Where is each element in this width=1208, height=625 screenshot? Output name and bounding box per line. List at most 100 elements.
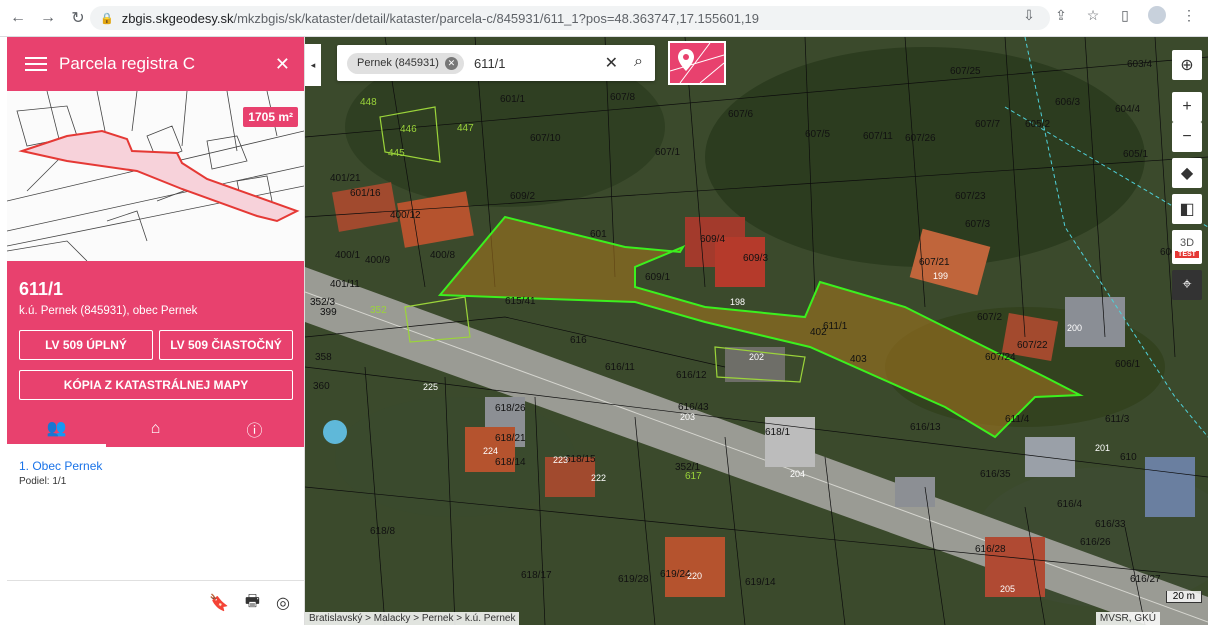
svg-text:223: 223 bbox=[553, 455, 568, 465]
svg-text:401/11: 401/11 bbox=[330, 279, 360, 290]
svg-text:618/21: 618/21 bbox=[495, 433, 526, 444]
hamburger-menu-icon[interactable] bbox=[25, 53, 47, 75]
zoom-in-button[interactable]: + bbox=[1172, 92, 1202, 122]
svg-text:220: 220 bbox=[687, 571, 702, 581]
svg-text:401/21: 401/21 bbox=[330, 173, 361, 184]
panel-title: Parcela registra C bbox=[59, 54, 196, 73]
svg-text:402: 402 bbox=[810, 327, 827, 338]
svg-text:606/1: 606/1 bbox=[1115, 359, 1140, 370]
svg-text:445: 445 bbox=[388, 148, 405, 159]
svg-text:609/2: 609/2 bbox=[510, 191, 535, 202]
search-icon[interactable]: ⌕ bbox=[634, 53, 643, 70]
compare-icon[interactable]: ◧ bbox=[1172, 194, 1202, 224]
svg-text:601: 601 bbox=[590, 229, 607, 240]
parcel-number: 611/1 bbox=[19, 279, 64, 299]
close-icon[interactable]: ✕ bbox=[274, 53, 290, 74]
address-bar[interactable]: 🔒 zbgis.skgeodesy.sk/mkzbgis/sk/kataster… bbox=[90, 6, 1050, 30]
svg-text:607/7: 607/7 bbox=[975, 119, 1000, 130]
svg-text:616/12: 616/12 bbox=[676, 370, 707, 381]
back-arrow-icon[interactable]: ← bbox=[10, 9, 26, 26]
chip-remove-icon[interactable]: ✕ bbox=[444, 56, 458, 70]
install-icon[interactable]: ⇩ bbox=[1023, 6, 1035, 23]
search-input[interactable]: 611/1 bbox=[473, 55, 506, 71]
svg-text:611/3: 611/3 bbox=[1105, 414, 1130, 425]
cadastral-map-copy-button[interactable]: KÓPIA Z KATASTRÁLNEJ MAPY bbox=[19, 370, 293, 400]
bookmark-icon[interactable]: 🔖 bbox=[209, 595, 229, 612]
clear-search-icon[interactable]: ✕ bbox=[604, 55, 619, 72]
owner-link[interactable]: 1. Obec Pernek bbox=[19, 459, 103, 473]
url-path: /mkzbgis/sk/kataster/detail/kataster/par… bbox=[233, 10, 760, 26]
panel-header: Parcela registra C ✕ bbox=[7, 37, 304, 91]
svg-text:446: 446 bbox=[400, 124, 417, 135]
sidebar-icon[interactable]: ▯ bbox=[1121, 6, 1129, 23]
breadcrumb: Bratislavský > Malacky > Pernek > k.ú. P… bbox=[305, 612, 520, 625]
svg-text:204: 204 bbox=[790, 469, 805, 479]
cadastre-layer-thumbnail[interactable] bbox=[668, 41, 726, 85]
svg-text:400/12: 400/12 bbox=[390, 210, 421, 221]
browser-toolbar: ← → ↻ 🔒 zbgis.skgeodesy.sk/mkzbgis/sk/ka… bbox=[0, 0, 1208, 37]
svg-text:607/3: 607/3 bbox=[965, 219, 990, 230]
panel-tabs: 👥 ⌂ ⓘ bbox=[7, 411, 304, 447]
svg-text:607/11: 607/11 bbox=[863, 131, 893, 142]
lock-icon: 🔒 bbox=[100, 12, 114, 25]
svg-text:609/3: 609/3 bbox=[743, 253, 768, 264]
svg-text:199: 199 bbox=[933, 271, 948, 281]
svg-text:619/28: 619/28 bbox=[618, 574, 649, 585]
svg-text:616/43: 616/43 bbox=[678, 402, 709, 413]
kebab-menu-icon[interactable]: ⋮ bbox=[1182, 6, 1196, 23]
search-chip[interactable]: Pernek (845931) ✕ bbox=[347, 52, 464, 74]
svg-text:607/24: 607/24 bbox=[985, 352, 1016, 363]
svg-text:447: 447 bbox=[457, 123, 474, 134]
svg-text:616/13: 616/13 bbox=[910, 422, 941, 433]
my-location-icon[interactable]: ⊕ bbox=[1172, 50, 1202, 80]
tab-info[interactable]: ⓘ bbox=[205, 411, 304, 447]
tab-owners[interactable]: 👥 bbox=[7, 411, 106, 447]
svg-text:607/8: 607/8 bbox=[610, 92, 635, 103]
collapse-panel-handle[interactable]: ◂ bbox=[305, 44, 321, 86]
svg-text:200: 200 bbox=[1067, 323, 1082, 333]
svg-text:616/4: 616/4 bbox=[1057, 499, 1082, 510]
svg-text:615/41: 615/41 bbox=[505, 296, 536, 307]
profile-avatar[interactable] bbox=[1148, 6, 1166, 24]
svg-text:618/14: 618/14 bbox=[495, 457, 526, 468]
svg-text:607/2: 607/2 bbox=[977, 312, 1002, 323]
search-chip-label: Pernek (845931) bbox=[357, 57, 439, 69]
svg-text:603/4: 603/4 bbox=[1127, 59, 1152, 70]
share-icon[interactable]: ⇪ bbox=[1055, 6, 1067, 23]
svg-text:607/6: 607/6 bbox=[728, 109, 753, 120]
svg-text:607/26: 607/26 bbox=[905, 133, 936, 144]
svg-text:616: 616 bbox=[570, 335, 587, 346]
svg-text:198: 198 bbox=[730, 297, 745, 307]
svg-text:618/15: 618/15 bbox=[565, 454, 596, 465]
map-search[interactable]: Pernek (845931) ✕ 611/1 ✕ ⌕ bbox=[337, 45, 655, 81]
map-pin-icon bbox=[669, 42, 725, 84]
svg-text:352: 352 bbox=[370, 305, 387, 316]
owner-share: Podiel: 1/1 bbox=[19, 476, 67, 487]
info-icon: ⓘ bbox=[246, 423, 263, 440]
zoom-out-button[interactable]: − bbox=[1172, 122, 1202, 152]
reload-icon[interactable]: ↻ bbox=[71, 10, 85, 27]
tab-building[interactable]: ⌂ bbox=[106, 411, 205, 447]
svg-text:601/16: 601/16 bbox=[350, 188, 381, 199]
forward-arrow-icon[interactable]: → bbox=[40, 9, 56, 26]
owners-list: 1. Obec Pernek Podiel: 1/1 bbox=[7, 447, 304, 499]
map-pin-icon[interactable]: ⌖ bbox=[1172, 270, 1202, 300]
svg-text:618/26: 618/26 bbox=[495, 403, 526, 414]
parcel-thumbnail[interactable]: 1705 m² bbox=[7, 91, 304, 261]
test-badge: TEST bbox=[1175, 250, 1199, 258]
lv-full-button[interactable]: LV 509 ÚPLNÝ bbox=[19, 330, 153, 360]
lv-partial-button[interactable]: LV 509 ČIASTOČNÝ bbox=[159, 330, 293, 360]
svg-text:619/24: 619/24 bbox=[660, 569, 691, 580]
svg-text:605/2: 605/2 bbox=[1025, 119, 1050, 130]
svg-text:222: 222 bbox=[591, 473, 606, 483]
svg-text:352/3: 352/3 bbox=[310, 297, 335, 308]
3d-view-button[interactable]: 3D TEST bbox=[1172, 230, 1202, 264]
print-icon[interactable]: 🖶 bbox=[244, 592, 261, 610]
locate-icon[interactable]: ◎ bbox=[276, 595, 290, 612]
bookmark-star-icon[interactable]: ☆ bbox=[1086, 6, 1100, 23]
svg-text:202: 202 bbox=[749, 352, 764, 362]
layers-icon[interactable]: ◆ bbox=[1172, 158, 1202, 188]
svg-text:618/8: 618/8 bbox=[370, 526, 395, 537]
people-icon: 👥 bbox=[46, 419, 67, 437]
